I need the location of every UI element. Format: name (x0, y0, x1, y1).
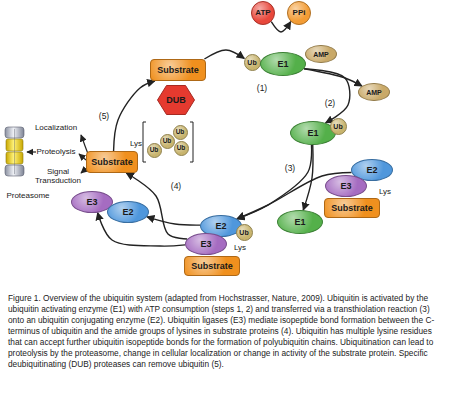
node-text: AMP (313, 51, 329, 58)
ubiquitin-circle: Ub (173, 125, 188, 140)
node-text: ATP (255, 9, 270, 17)
node-text: Ub (163, 138, 172, 145)
lysine-label: Lys (130, 140, 142, 149)
e3-ellipse: E3 (325, 175, 367, 197)
amp-ellipse: AMP (305, 45, 337, 63)
outcome-label: Proteolysis (36, 148, 75, 157)
outcome-label: Localization (35, 124, 77, 133)
e1-ellipse: E1 (260, 52, 306, 76)
reaction-arrow (114, 81, 155, 151)
node-text: Substrate (91, 158, 133, 167)
ubiquitin-circle: Ub (147, 143, 162, 158)
step-number: (2) (324, 99, 336, 108)
node-text: E2 (215, 222, 226, 231)
ubiquitin-circle: Ub (244, 54, 261, 71)
node-text: E1 (277, 60, 288, 69)
node-text: DUB (166, 96, 186, 105)
lysine-label: Lys (379, 188, 391, 197)
ubiquitin-circle: Ub (236, 224, 253, 241)
chain-bracket (143, 122, 193, 162)
node-text: Ub (239, 229, 248, 236)
node-text: E3 (200, 240, 211, 249)
substrate-box: Substrate (86, 151, 138, 173)
reaction-arrow (271, 22, 290, 32)
node-text: Ub (177, 145, 186, 152)
ubiquitin-circle: Ub (174, 141, 189, 156)
node-text: E2 (122, 208, 133, 217)
e3-ellipse: E3 (185, 233, 227, 255)
ubiquitin-circle: Ub (160, 134, 175, 149)
node-text: E1 (294, 218, 305, 227)
amp-ellipse: AMP (358, 83, 390, 101)
step-number: (1) (256, 84, 268, 93)
atp-circle: ATP (251, 1, 275, 25)
node-text: E2 (366, 166, 377, 175)
substrate-box: Substrate (324, 198, 380, 218)
node-text: E1 (307, 129, 318, 138)
node-text: Substrate (191, 262, 233, 271)
substrate-box: Substrate (184, 256, 240, 276)
node-text: Ub (150, 147, 159, 154)
node-text: Ub (333, 123, 342, 130)
node-text: PPi (293, 9, 306, 17)
reaction-arrow (147, 217, 200, 225)
step-number: (5) (98, 112, 110, 121)
hexagon-shape (158, 86, 195, 115)
node-text: Substrate (331, 204, 373, 213)
node-text: E3 (340, 182, 351, 191)
e1-ellipse: E1 (277, 210, 323, 234)
proteasome-label: Proteasome (6, 192, 49, 201)
dub-hexagon: DUB (157, 85, 195, 115)
step-number: (3) (284, 164, 296, 173)
reaction-arrow (303, 145, 313, 210)
step-number: (4) (170, 182, 182, 191)
reaction-arrow (204, 50, 244, 59)
e2-ellipse: E2 (107, 201, 149, 223)
node-text: E3 (86, 198, 97, 207)
node-layer: ATPPPiSubstrateDUBUbE1AMPAMPE1UbE2E3Subs… (0, 0, 450, 290)
ubiquitin-circle: Ub (330, 118, 347, 135)
figure-caption: Figure 1. Overview of the ubiquitin syst… (8, 293, 442, 370)
node-text: Ub (176, 129, 185, 136)
lysine-label: Lys (234, 244, 246, 253)
proteasome-figure (5, 127, 24, 176)
substrate-box: Substrate (150, 59, 206, 81)
node-text: Substrate (157, 66, 199, 75)
reaction-arrow (237, 145, 312, 219)
outcome-label: Signal Transduction (33, 168, 83, 186)
node-text: Ub (247, 59, 256, 66)
ppi-circle: PPi (287, 1, 311, 25)
node-text: AMP (366, 89, 382, 96)
reaction-arrow (304, 69, 362, 86)
